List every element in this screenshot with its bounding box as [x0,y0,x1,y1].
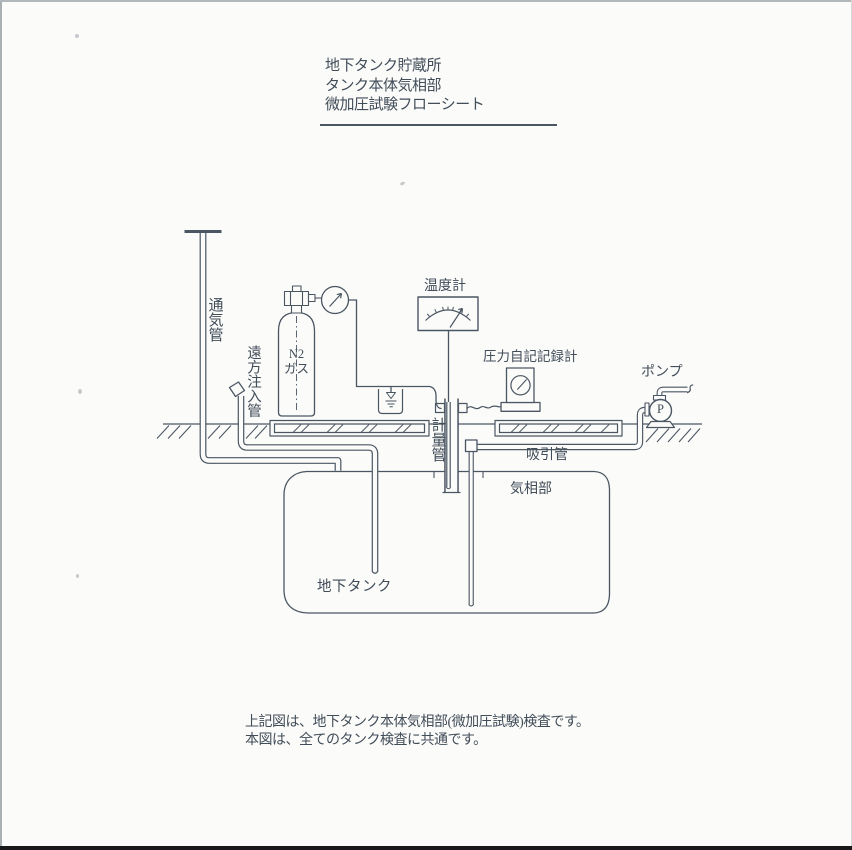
vapor-phase-label: 気相部 [510,482,552,497]
scan-edge-left [0,0,2,850]
water-seal-beaker [377,389,404,415]
suction-pipe-label: 吸引管 [526,448,568,463]
footer-line-1: 上記図は、地下タンク本体気相部(微加圧試験)検査です。 [245,715,590,730]
footer-line-2: 本図は、全てのタンク検査に共通です。 [245,732,487,748]
footer-note: 上記図は、地下タンク本体気相部(微加圧試験)検査です。 本図は、全てのタンク検査… [245,714,590,749]
pump-label: ポンプ [641,365,683,380]
title-underline [320,124,557,126]
vent-pipe [184,230,342,471]
ground-hatching-left [156,425,268,439]
remote-injection-pipe-label: 遠方注入管 [244,345,261,418]
thermometer-box [417,296,479,332]
page-title: 地下タンク貯蔵所 タンク本体気相部 微加圧試験フローシート [325,57,485,116]
vent-pipe-label: 通気管 [206,297,223,342]
protective-slab-left [269,419,430,437]
scan-speck [76,574,79,578]
n2-gas-label-line1: N2 [288,347,305,361]
remote-injection-pipe [228,381,379,574]
suction-pipe-line [477,406,649,451]
scan-edge-bottom [0,845,852,850]
pump-outlet-pipe [656,384,694,399]
recorder-needle [516,379,528,390]
pressure-recorder-label: 圧力自記記録計 [483,349,578,364]
water-level-symbol [385,392,397,408]
pump-base [645,420,676,429]
sleeve-right-nub [457,402,468,414]
injection-pipe-cap [228,381,246,398]
underground-tank-outline [283,470,611,614]
recorder-tube [466,405,502,410]
n2-cylinder-system [277,285,442,417]
n2-gas-label: N2 ガス [280,347,313,377]
recorder-base [500,401,541,412]
gauge-needle [329,292,343,307]
n2-gas-label-line2: ガス [283,362,309,376]
protective-slab-right [494,419,623,437]
drop-pipe-fitting [464,439,478,453]
cylinder-valve [283,285,322,314]
thermometer-needle [449,307,464,328]
title-line-1: 地下タンク貯蔵所 [325,58,442,74]
scan-speck [75,34,79,38]
ground-hatching-right [645,428,701,443]
n2-tubing [348,299,442,410]
tank-nozzle-ticks [433,471,484,478]
pump-assembly [644,384,701,443]
pipe-break-symbol [686,384,694,394]
measuring-pipe-label: 計量管 [429,417,446,462]
scan-speck [78,389,82,394]
pump-symbol: P [657,401,664,416]
pressure-recorder-box [466,367,541,412]
title-line-2: タンク本体気相部 [325,77,442,94]
underground-tank-label: 地下タンク [317,579,392,595]
measuring-pipe-sleeve [434,330,468,494]
scan-edge-top [0,0,852,2]
title-line-3: 微加圧試験フローシート [325,97,485,113]
suction-drop-pipe [464,439,478,607]
thermometer-label: 温度計 [424,279,466,294]
pump-inlet-flange [644,402,650,417]
